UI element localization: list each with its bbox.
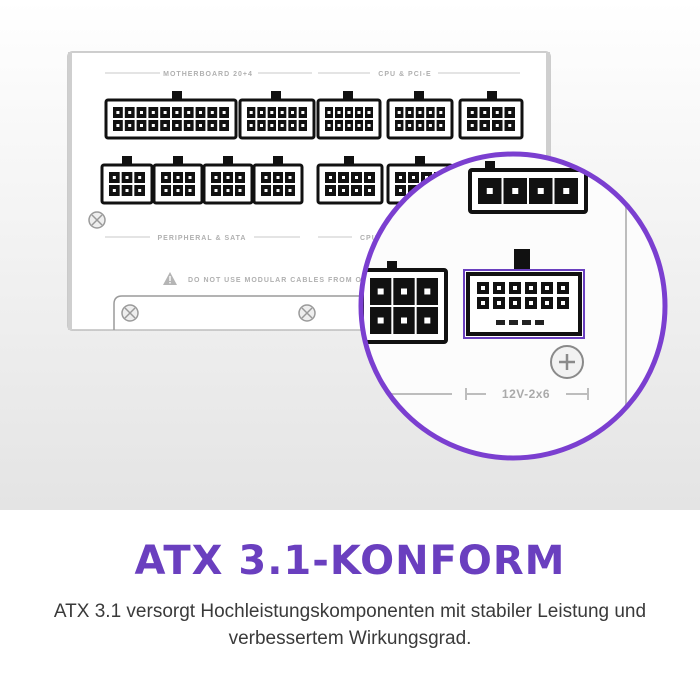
label-warning: DO NOT USE MODULAR CABLES FROM OT: [188, 277, 367, 284]
panel-labels: MOTHERBOARD 20+4 CPU & PCI-E PERIPHERAL …: [105, 71, 520, 284]
peripheral-connector: [100, 156, 154, 205]
cpu-connector: [316, 91, 382, 140]
label-cpu-partial: CPU: [360, 235, 378, 242]
motherboard-connector: [104, 91, 238, 140]
sata-connector: [252, 156, 304, 205]
peripheral-connector: [152, 156, 204, 205]
zoom-connector-left: [361, 261, 448, 344]
label-12v-2x6: 12V-2x6: [502, 387, 550, 401]
label-motherboard: MOTHERBOARD 20+4: [163, 71, 253, 78]
zoom-connector-top: [468, 161, 588, 214]
cpu-pcie-connector: [386, 91, 454, 140]
pcie-connector: [458, 91, 524, 140]
product-photo: MOTHERBOARD 20+4 CPU & PCI-E PERIPHERAL …: [0, 0, 700, 510]
headline: ATX 3.1-KONFORM: [134, 538, 566, 584]
warning-icon: [163, 272, 177, 285]
label-cpu-pcie: CPU & PCI-E: [378, 71, 431, 78]
description: ATX 3.1 versorgt Hochleistungskomponente…: [53, 601, 647, 649]
motherboard-aux-connector: [238, 91, 316, 140]
screw-icon: [88, 211, 106, 229]
sata-connector: [202, 156, 254, 205]
label-peripheral-sata: PERIPHERAL & SATA: [158, 235, 247, 242]
screw-icon: [550, 345, 584, 379]
cpu-lower-connector: [316, 156, 384, 205]
caption-area: [0, 510, 700, 700]
magnifier-circle: 12V-2x6: [358, 151, 668, 461]
screw-icon: [121, 304, 139, 322]
connector-12v-2x6: [463, 249, 585, 339]
screw-icon: [298, 304, 316, 322]
